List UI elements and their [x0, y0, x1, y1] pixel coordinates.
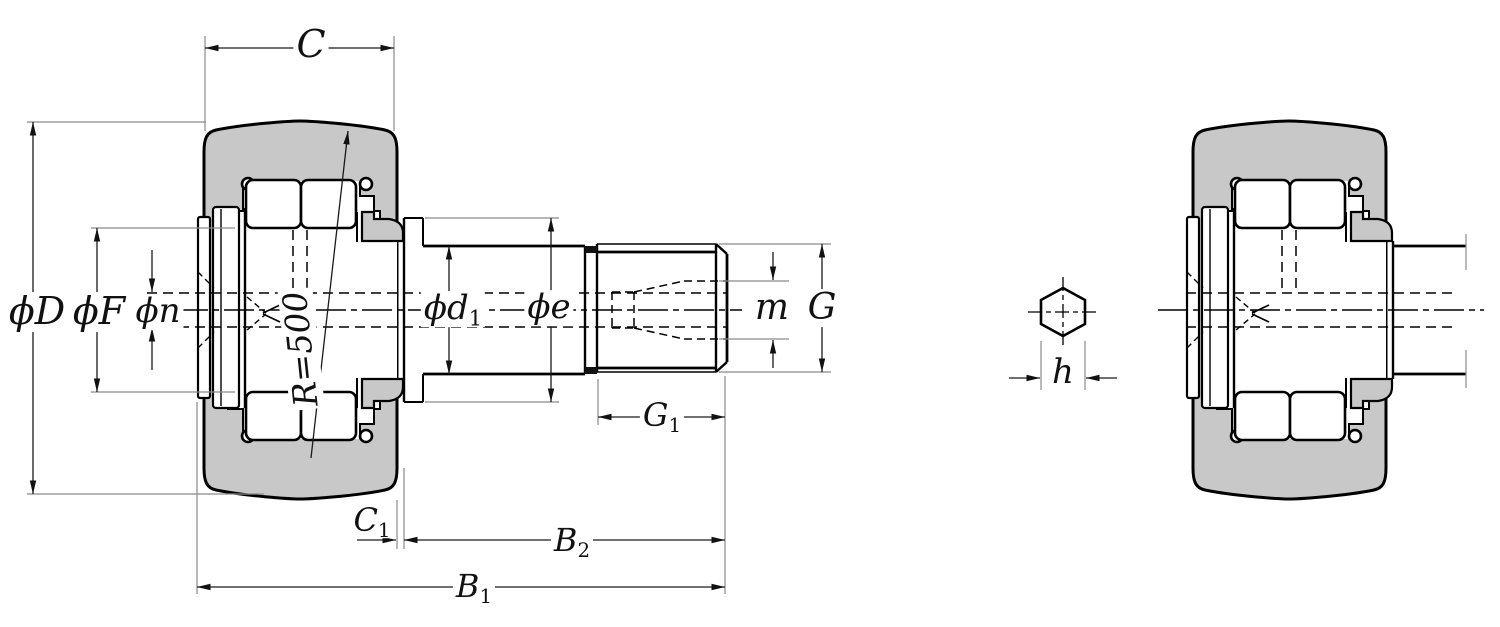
bore-chamfer-hidden	[1186, 271, 1204, 289]
dim-label-m: m	[751, 289, 793, 327]
roller	[1288, 390, 1347, 442]
bore-chamfer-hidden	[197, 271, 215, 289]
side-plate-outer	[1185, 215, 1201, 400]
roller	[299, 178, 358, 230]
end-chamfer	[715, 243, 728, 255]
end-chamfer	[715, 361, 728, 373]
dim-label-G1: G1	[639, 398, 685, 436]
relief-circle	[1347, 428, 1363, 444]
relief-circle	[358, 428, 374, 444]
dim-label-phiD1: ϕd1	[420, 290, 486, 329]
bore-chamfer-hidden	[1186, 331, 1204, 349]
seal-step-bottom-right	[359, 380, 381, 438]
center-punch-mark	[262, 313, 281, 323]
dim-label-C1: C1	[350, 503, 394, 541]
hex-socket-hidden	[611, 280, 726, 340]
bore-opening	[1205, 181, 1386, 439]
dim-label-phiE: ϕe	[524, 289, 574, 326]
roller	[1288, 178, 1347, 230]
roller	[1233, 178, 1292, 230]
seal-step-bottom-right	[1348, 380, 1370, 438]
dim-label-phiN: ϕn	[132, 293, 184, 330]
relief-circle	[1347, 176, 1363, 192]
dim-label-G: G	[804, 289, 840, 327]
relief-circle	[358, 176, 374, 192]
left-view-section	[147, 119, 742, 501]
side-plate-inner	[1200, 205, 1230, 410]
side-plate-inner	[211, 205, 241, 410]
roller	[244, 178, 303, 230]
dim-label-B2: B2	[550, 523, 594, 561]
side-plate-outer	[196, 215, 212, 400]
dim-label-phiF: ϕF	[69, 291, 129, 332]
dim-label-B1: B1	[452, 569, 496, 607]
center-punch-mark	[1251, 304, 1270, 314]
center-punch-mark	[1251, 313, 1270, 323]
roller	[1233, 390, 1292, 442]
bore-chamfer-hidden	[197, 331, 215, 349]
seal-step-top-right	[359, 182, 381, 240]
right-view-section	[1028, 119, 1484, 501]
groove-undercut	[585, 367, 597, 374]
drill-cone-hidden	[246, 313, 267, 331]
center-punch-mark	[262, 304, 281, 314]
dim-label-C: C	[293, 24, 329, 65]
groove-undercut	[585, 246, 597, 253]
end-collar-bottom	[1349, 377, 1394, 410]
drill-cone-hidden	[1235, 313, 1256, 331]
dim-label-phiD: ϕD	[5, 291, 69, 332]
end-collar-top	[1349, 210, 1394, 243]
dim-label-h: h	[1049, 354, 1077, 391]
seal-step-top-right	[1348, 182, 1370, 240]
